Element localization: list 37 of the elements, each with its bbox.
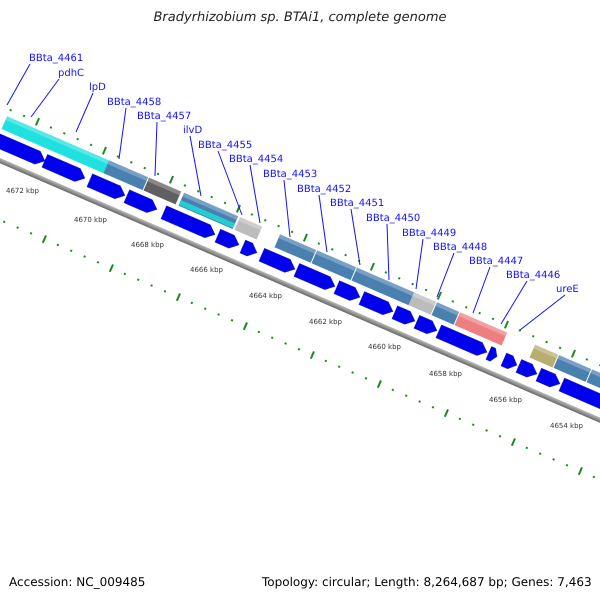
gene-label: BBta_4452 (297, 184, 352, 195)
gene-label: BBta_4461 (29, 53, 84, 64)
leader-line (386, 224, 390, 280)
gene-label: BBta_4446 (506, 270, 560, 281)
leader-line (350, 208, 360, 266)
gene-label: lpD (89, 82, 106, 93)
gene-label: BBta_4454 (229, 154, 284, 165)
leader-line (76, 92, 94, 132)
footer-text: Accession: NC_009485 (9, 575, 146, 589)
leader-line (118, 108, 126, 160)
leader-line (284, 180, 290, 238)
leader-line (154, 122, 158, 176)
gene-label: ureE (556, 284, 579, 295)
gene-label: BBta_4451 (330, 198, 384, 209)
footer-text: Topology: circular; Length: 8,264,687 bp; Genes: 7,463 (262, 575, 592, 589)
diagram-title: Bradyrhizobium sp. BTAi1, complete genome (152, 10, 448, 25)
leader-line (416, 238, 424, 290)
gene-label: BBta_4458 (107, 97, 162, 108)
gene-label: BBta_4450 (366, 213, 420, 224)
gene-label: ilvD (183, 125, 202, 136)
gene-label: BBta_4453 (263, 169, 318, 180)
leader-line (520, 294, 566, 330)
leader-line (472, 266, 490, 314)
leader-line (318, 194, 328, 252)
leader-line (6, 64, 30, 106)
leader-line (30, 78, 60, 118)
leader-line (250, 164, 260, 224)
gene-label: BBta_4449 (402, 228, 456, 239)
gene-label: BBta_4448 (433, 242, 488, 253)
leader-line (436, 252, 454, 298)
gene-label: pdhC (58, 68, 84, 79)
leader-line (500, 280, 528, 324)
gene-label: BBta_4457 (137, 111, 192, 122)
gene-label: BBta_4447 (469, 256, 524, 267)
leader-line (190, 136, 202, 196)
gene-label: BBta_4455 (198, 140, 252, 151)
leader-line (218, 150, 242, 216)
